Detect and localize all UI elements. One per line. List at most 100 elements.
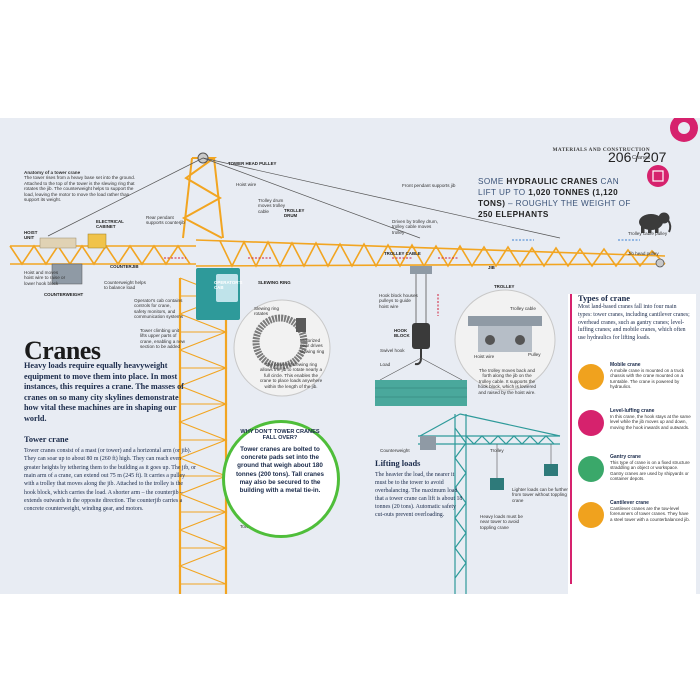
- anatomy-box: Anatomy of a tower crane The tower rises…: [24, 170, 136, 202]
- pendant-lines: [47, 157, 561, 239]
- fact-highlight-2: 1,020 TONNES (1,120 TONS): [478, 188, 619, 208]
- label-swivel-hook: Swivel hook: [380, 348, 405, 353]
- swivel-hook-icon: [414, 349, 422, 366]
- type-desc: A mobile crane is mounted on a truck cha…: [610, 368, 685, 389]
- type-item-gantry: Gantry crane This type of crane is on a …: [610, 454, 692, 481]
- section-header: MATERIALS AND CONSTRUCTION: [552, 147, 650, 153]
- label-hoist-wire-small: Hoist wire: [474, 354, 495, 359]
- fact-text-1: SOME: [478, 177, 507, 186]
- label-counterweight: COUNTERWEIGHT: [44, 292, 84, 297]
- counterweight-icon: [51, 263, 83, 285]
- label-rear-pendant: Rear pendant supports counterjib: [146, 215, 185, 226]
- motion-arrows: [164, 257, 458, 316]
- hook-block-icon: [412, 323, 430, 349]
- label-operators-cab: Operator's cab contains controls for cra…: [134, 298, 184, 320]
- main-jib: [195, 239, 666, 268]
- label-motorized-gear: Motorized gear drives slewing ring: [300, 338, 325, 354]
- label-trolley-cable: TROLLEY CABLE: [384, 251, 421, 256]
- counterjib: [9, 244, 196, 266]
- trolley-caption: The trolley moves back and forth along t…: [477, 368, 537, 395]
- mobile-crane-icon: [578, 364, 604, 390]
- type-desc: This type of crane is on a fixed structu…: [610, 460, 690, 481]
- label-tower-head-pulley: TOWER HEAD PULLEY: [228, 161, 277, 166]
- fact-highlight-1: HYDRAULIC CRANES: [506, 177, 598, 186]
- label-cab: OPERATOR'S CAB: [214, 280, 243, 290]
- label-heavy-loads: Heavy loads must be near tower to avoid …: [480, 514, 523, 530]
- trolley-icon: [410, 266, 432, 274]
- crane-illustration: [9, 118, 698, 594]
- fact-highlight-3: 250 ELEPHANTS: [478, 210, 549, 219]
- fact-text-2: CAN LIFT UP TO: [478, 177, 620, 197]
- book-spread: MATERIALS AND CONSTRUCTION Cranes 206 / …: [0, 118, 700, 594]
- slewing-caption: The powered slewing ring allows the jib …: [259, 362, 323, 389]
- why-body: Tower cranes are bolted to concrete pads…: [235, 446, 325, 495]
- label-lighter-loads: Lighter loads can be further from tower …: [512, 487, 568, 503]
- label-hoist-wire: Hoist wire: [236, 182, 257, 187]
- label-jib: JIB: [488, 265, 495, 270]
- label-trolley-drum: TROLLEY DRUM: [284, 208, 305, 218]
- label-trolley-cable-pulley: Trolley cable pulley: [628, 231, 668, 236]
- tower-crane-body: Tower cranes consist of a mast (or tower…: [24, 448, 196, 513]
- type-name: Mobile crane: [610, 362, 641, 368]
- label-hoist-motor: Hoist and moves hoist wire to raise or l…: [24, 270, 66, 286]
- lifting-crane-illustration: [418, 413, 561, 594]
- hoist-unit-icon: [39, 237, 77, 249]
- label-hoist-unit: HOIST UNIT: [24, 230, 38, 240]
- label-slewing-ring-rotates: Slewing ring rotates: [254, 306, 280, 317]
- label-front-pendant: Front pendant supports jib: [402, 183, 456, 188]
- label-trolley: TROLLEY: [494, 284, 515, 289]
- type-name: Level-luffing crane: [610, 408, 655, 414]
- lifting-body: The heavier the load, the nearer it must…: [375, 472, 463, 519]
- type-desc: Cantilever cranes are the tow-level fore…: [610, 506, 691, 522]
- why-box: [222, 420, 340, 538]
- hydraulic-fact: SOME HYDRAULIC CRANES CAN LIFT UP TO 1,0…: [478, 176, 638, 220]
- tower-head: [181, 157, 224, 239]
- label-counterjib: COUNTERJIB: [110, 264, 139, 269]
- lifting-heading: Lifting loads: [375, 459, 421, 468]
- mast-lattice: [178, 277, 228, 585]
- label-climbing-unit: Tower climbing unit lifts upper parts of…: [140, 328, 185, 350]
- tower-crane-heading: Tower crane: [24, 435, 69, 444]
- label-electrical-cabinet: ELECTRICAL CABINET: [96, 219, 124, 229]
- cube-icon: [647, 165, 669, 187]
- types-panel: [568, 294, 696, 594]
- type-item-cantilever: Cantilever crane Cantilever cranes are t…: [610, 500, 692, 522]
- page-title: Cranes: [24, 336, 101, 365]
- intro-paragraph: Heavy loads require equally heavyweight …: [24, 361, 184, 423]
- level-luffing-crane-icon: [578, 410, 604, 436]
- section-topic: Cranes: [631, 155, 650, 161]
- type-desc: In this crane, the hook stays at the sam…: [610, 414, 691, 430]
- anatomy-heading: Anatomy of a tower crane: [24, 170, 81, 175]
- lifting-counterweight-icon: [420, 436, 436, 450]
- page-numbers: 206 / 207: [608, 149, 667, 165]
- label-jib-head-pulley: Jib head pulley: [628, 251, 659, 256]
- label-driven-by: Driven by trolley drum, trolley cable mo…: [392, 219, 438, 235]
- gantry-crane-icon: [578, 456, 604, 482]
- fact-text-3: – ROUGHLY THE WEIGHT OF: [505, 199, 631, 208]
- label-load: Load: [380, 362, 391, 367]
- label-hook-block: HOOK BLOCK: [394, 328, 410, 338]
- label-counterweight-note: Counterweight helps to balance load: [104, 280, 146, 291]
- label-trolley-small: Trolley: [490, 448, 504, 453]
- label-counterweight-small: Counterweight: [380, 448, 410, 453]
- anatomy-body: The tower rises from a heavy base set in…: [24, 175, 136, 203]
- label-trolley-cable-small: Trolley cable: [510, 306, 536, 311]
- tower-mast: [178, 278, 228, 594]
- type-name: Cantilever crane: [610, 500, 649, 506]
- pink-divider: [570, 294, 572, 584]
- label-trolley-drum-note: Trolley drum moves trolley cable: [258, 198, 286, 214]
- label-pulley: Pulley: [528, 352, 541, 357]
- types-body: Most land-based cranes fall into four ma…: [578, 304, 690, 342]
- label-hook-block-note: Hook block houses pulleys to guide hoist…: [379, 293, 418, 309]
- why-heading: WHY DON'T TOWER CRANES FALL OVER?: [240, 429, 320, 441]
- cog-icon: [670, 118, 698, 142]
- type-name: Gantry crane: [610, 454, 641, 460]
- types-heading: Types of crane: [578, 294, 630, 303]
- electrical-cabinet-icon: [87, 233, 107, 249]
- type-item-level-luffing: Level-luffing crane In this crane, the h…: [610, 408, 692, 430]
- elephant-icon: [639, 212, 672, 233]
- cantilever-crane-icon: [578, 502, 604, 528]
- type-item-mobile: Mobile crane A mobile crane is mounted o…: [610, 362, 692, 389]
- load-icon: [375, 357, 467, 406]
- label-slewing-ring: SLEWING RING: [258, 280, 291, 285]
